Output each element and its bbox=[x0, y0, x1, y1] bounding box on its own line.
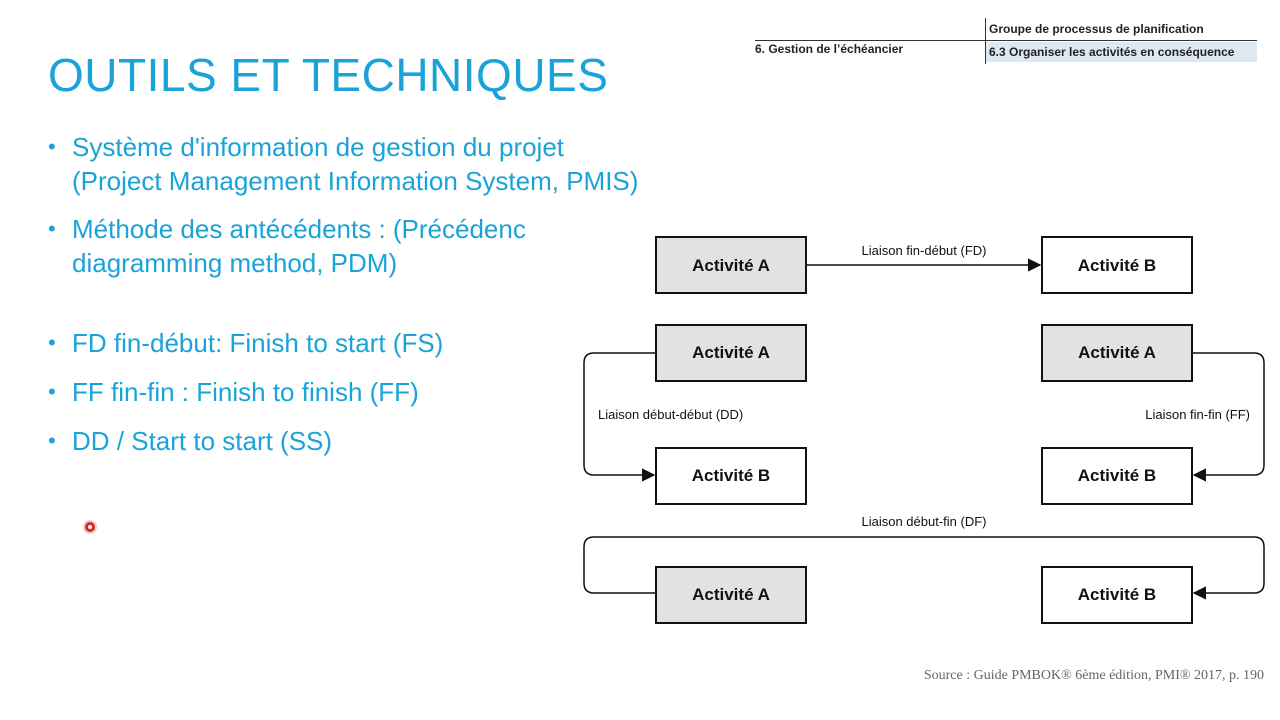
df-activity-a-label: Activité A bbox=[692, 585, 770, 604]
ff-activity-a-label: Activité A bbox=[1078, 343, 1156, 362]
dd-arrow bbox=[583, 352, 656, 482]
row1-activity-a-box bbox=[655, 236, 807, 294]
ff-activity-b-box bbox=[1041, 447, 1193, 505]
knowledge-area-label: 6. Gestion de l’échéancier bbox=[755, 42, 904, 56]
dd-activity-b-label: Activité B bbox=[692, 466, 770, 485]
dd-label: Liaison début-début (DD) bbox=[598, 407, 743, 422]
df-arrow bbox=[583, 536, 1265, 600]
dd-activity-b-box bbox=[655, 447, 807, 505]
df-activity-b-label: Activité B bbox=[1078, 585, 1156, 604]
row1-activity-a-label: Activité A bbox=[692, 256, 770, 275]
row1-activity-b-label: Activité B bbox=[1078, 256, 1156, 275]
source-citation: Source : Guide PMBOK® 6ème édition, PMI®… bbox=[923, 668, 1264, 683]
bullet-list: Système d'information de gestion du proj… bbox=[48, 130, 648, 458]
bullet-ff: FF fin-fin : Finish to finish (FF) bbox=[48, 375, 648, 409]
df-label: Liaison début-fin (DF) bbox=[862, 514, 987, 529]
laser-pointer-cursor bbox=[85, 522, 95, 532]
process-group-label: Groupe de processus de planification bbox=[989, 22, 1204, 36]
table-rule bbox=[755, 40, 1257, 41]
process-label: 6.3 Organiser les activités en conséquen… bbox=[986, 42, 1257, 62]
df-activity-b-box bbox=[1041, 566, 1193, 624]
bullet-fs: FD fin-début: Finish to start (FS) bbox=[48, 326, 648, 360]
ff-arrow bbox=[1192, 352, 1265, 482]
fd-label: Liaison fin-début (FD) bbox=[862, 243, 987, 258]
table-divider bbox=[985, 18, 986, 64]
ff-label: Liaison fin-fin (FF) bbox=[1145, 407, 1250, 422]
slide-title: OUTILS ET TECHNIQUES bbox=[48, 49, 609, 101]
bullet-ss: DD / Start to start (SS) bbox=[48, 424, 648, 458]
row1-activity-b-box bbox=[1041, 236, 1193, 294]
ff-activity-b-label: Activité B bbox=[1078, 466, 1156, 485]
process-header-table: Groupe de processus de planification 6. … bbox=[755, 18, 1257, 64]
dd-activity-a-label: Activité A bbox=[692, 343, 770, 362]
bullet-pdm: Méthode des antécédents : (Précédenc dia… bbox=[48, 212, 648, 280]
bullet-pmis: Système d'information de gestion du proj… bbox=[48, 130, 648, 198]
dependency-diagram: Activité A Activité B Liaison fin-début … bbox=[580, 215, 1270, 645]
dd-activity-a-box bbox=[655, 324, 807, 382]
df-activity-a-box bbox=[655, 566, 807, 624]
